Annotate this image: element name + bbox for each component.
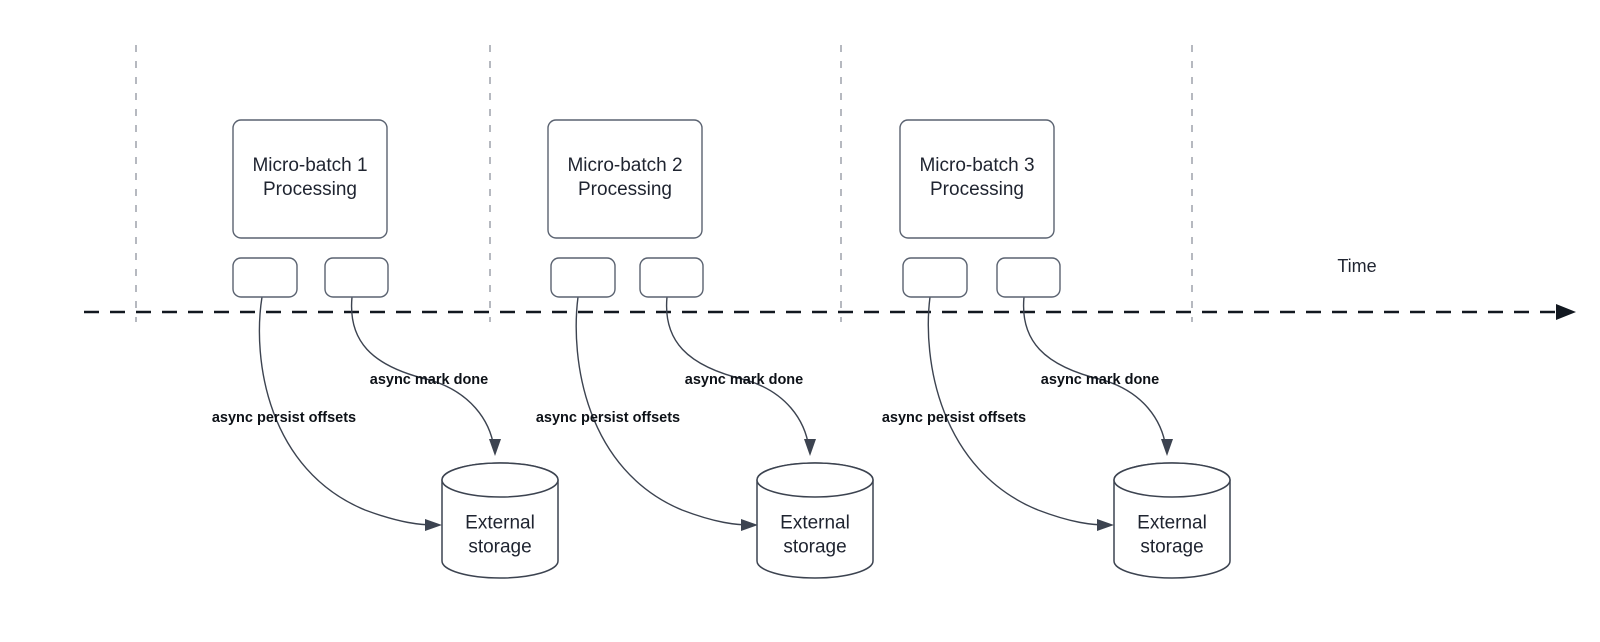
async-mark-done-path	[1022, 296, 1167, 449]
async-persist-offsets-path	[575, 296, 753, 526]
external-storage-label-line2-3: storage	[1140, 537, 1203, 558]
micro-batch-box-1-subtitle: Processing	[263, 179, 357, 200]
time-axis-label: Time	[1337, 256, 1376, 276]
async-mark-done-path	[350, 296, 495, 449]
micro-batch-box-1-title: Micro-batch 1	[252, 155, 367, 176]
external-storage-cylinder-top-1	[441, 462, 559, 498]
async-mark-done-arrowhead	[489, 439, 501, 456]
async-persist-offsets-arrowhead	[425, 519, 442, 531]
labels-group: Time async persist offsets async mark done…	[212, 155, 1377, 558]
micro-batch-box-3[interactable]	[899, 119, 1055, 239]
micro-batch-box-2[interactable]	[547, 119, 703, 239]
external-storage-cylinder-top-2	[756, 462, 874, 498]
async-mark-done-arrowhead	[804, 439, 816, 456]
async-mark-done-path	[665, 296, 810, 449]
persist-offsets-task-box-2[interactable]	[550, 257, 616, 298]
external-storage-label-line2-2: storage	[783, 537, 846, 558]
async-mark-done-label: async mark done	[370, 372, 488, 388]
micro-batch-box-1[interactable]	[232, 119, 388, 239]
async-persist-offsets-label: async persist offsets	[536, 410, 680, 426]
persist-offsets-task-box-3[interactable]	[902, 257, 968, 298]
async-persist-offsets-path	[927, 296, 1109, 526]
micro-batch-box-2-title: Micro-batch 2	[567, 155, 682, 176]
tick-lines-group	[135, 45, 1193, 322]
async-persist-offsets-arrowhead	[1097, 519, 1114, 531]
async-mark-done-label: async mark done	[685, 372, 803, 388]
external-storage-cylinder-top-3	[1113, 462, 1231, 498]
external-storage-label-line1-3: External	[1137, 513, 1207, 534]
async-persist-offsets-arrowhead	[741, 519, 758, 531]
edges-group	[258, 296, 1173, 531]
async-persist-offsets-path	[258, 296, 437, 526]
micro-batch-box-2-subtitle: Processing	[578, 179, 672, 200]
nodes-group	[232, 119, 1231, 579]
mark-done-task-box-1[interactable]	[324, 257, 389, 298]
external-storage-label-line1-1: External	[465, 513, 535, 534]
async-mark-done-arrowhead	[1161, 439, 1173, 456]
micro-batch-box-3-title: Micro-batch 3	[919, 155, 1034, 176]
external-storage-label-line1-2: External	[780, 513, 850, 534]
time-axis-group	[84, 304, 1576, 320]
micro-batch-box-3-subtitle: Processing	[930, 179, 1024, 200]
async-persist-offsets-label: async persist offsets	[882, 410, 1026, 426]
mark-done-task-box-2[interactable]	[639, 257, 704, 298]
mark-done-task-box-3[interactable]	[996, 257, 1061, 298]
async-persist-offsets-label: async persist offsets	[212, 410, 356, 426]
external-storage-label-line2-1: storage	[468, 537, 531, 558]
async-mark-done-label: async mark done	[1041, 372, 1159, 388]
time-axis-arrowhead	[1556, 304, 1576, 320]
persist-offsets-task-box-1[interactable]	[232, 257, 298, 298]
